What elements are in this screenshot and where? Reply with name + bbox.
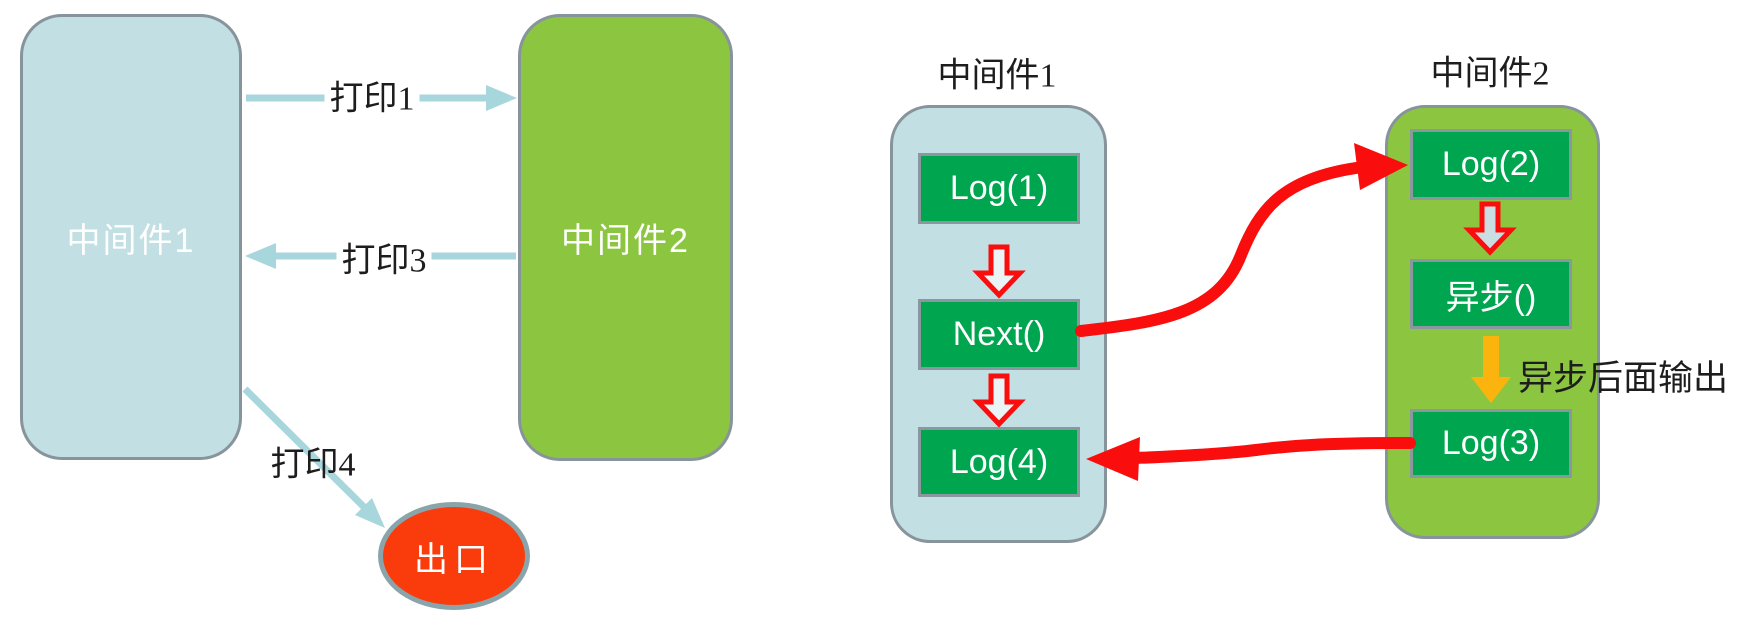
step-log2: Log(2) xyxy=(1410,129,1572,200)
flow-curve-next-to-log2 xyxy=(1075,143,1408,337)
step-next: Next() xyxy=(918,299,1080,370)
print3-arrow-label: 打印3 xyxy=(336,232,432,282)
left-middleware1-label: 中间件1 xyxy=(66,221,196,260)
left-middleware2-box: 中间件2 xyxy=(518,14,733,461)
left-middleware2-label: 中间件2 xyxy=(561,222,690,260)
step-log3: Log(3) xyxy=(1410,409,1572,478)
async-note-label: 异步后面输出 xyxy=(1518,359,1729,398)
step-log1: Log(1) xyxy=(918,153,1080,224)
left-middleware1-box: 中间件1 xyxy=(20,14,242,460)
right-middleware2-title: 中间件2 xyxy=(1430,55,1550,93)
step-async: 异步() xyxy=(1410,259,1572,329)
exit-label: 出口 xyxy=(414,541,494,579)
exit-ellipse: 出口 xyxy=(378,502,530,610)
print4-arrow-label: 打印4 xyxy=(270,446,356,484)
print1-arrow-label: 打印1 xyxy=(324,70,420,120)
step-log4: Log(4) xyxy=(918,427,1080,497)
right-middleware1-title: 中间件1 xyxy=(937,57,1057,95)
flow-line-log3-to-log4 xyxy=(1086,437,1416,481)
